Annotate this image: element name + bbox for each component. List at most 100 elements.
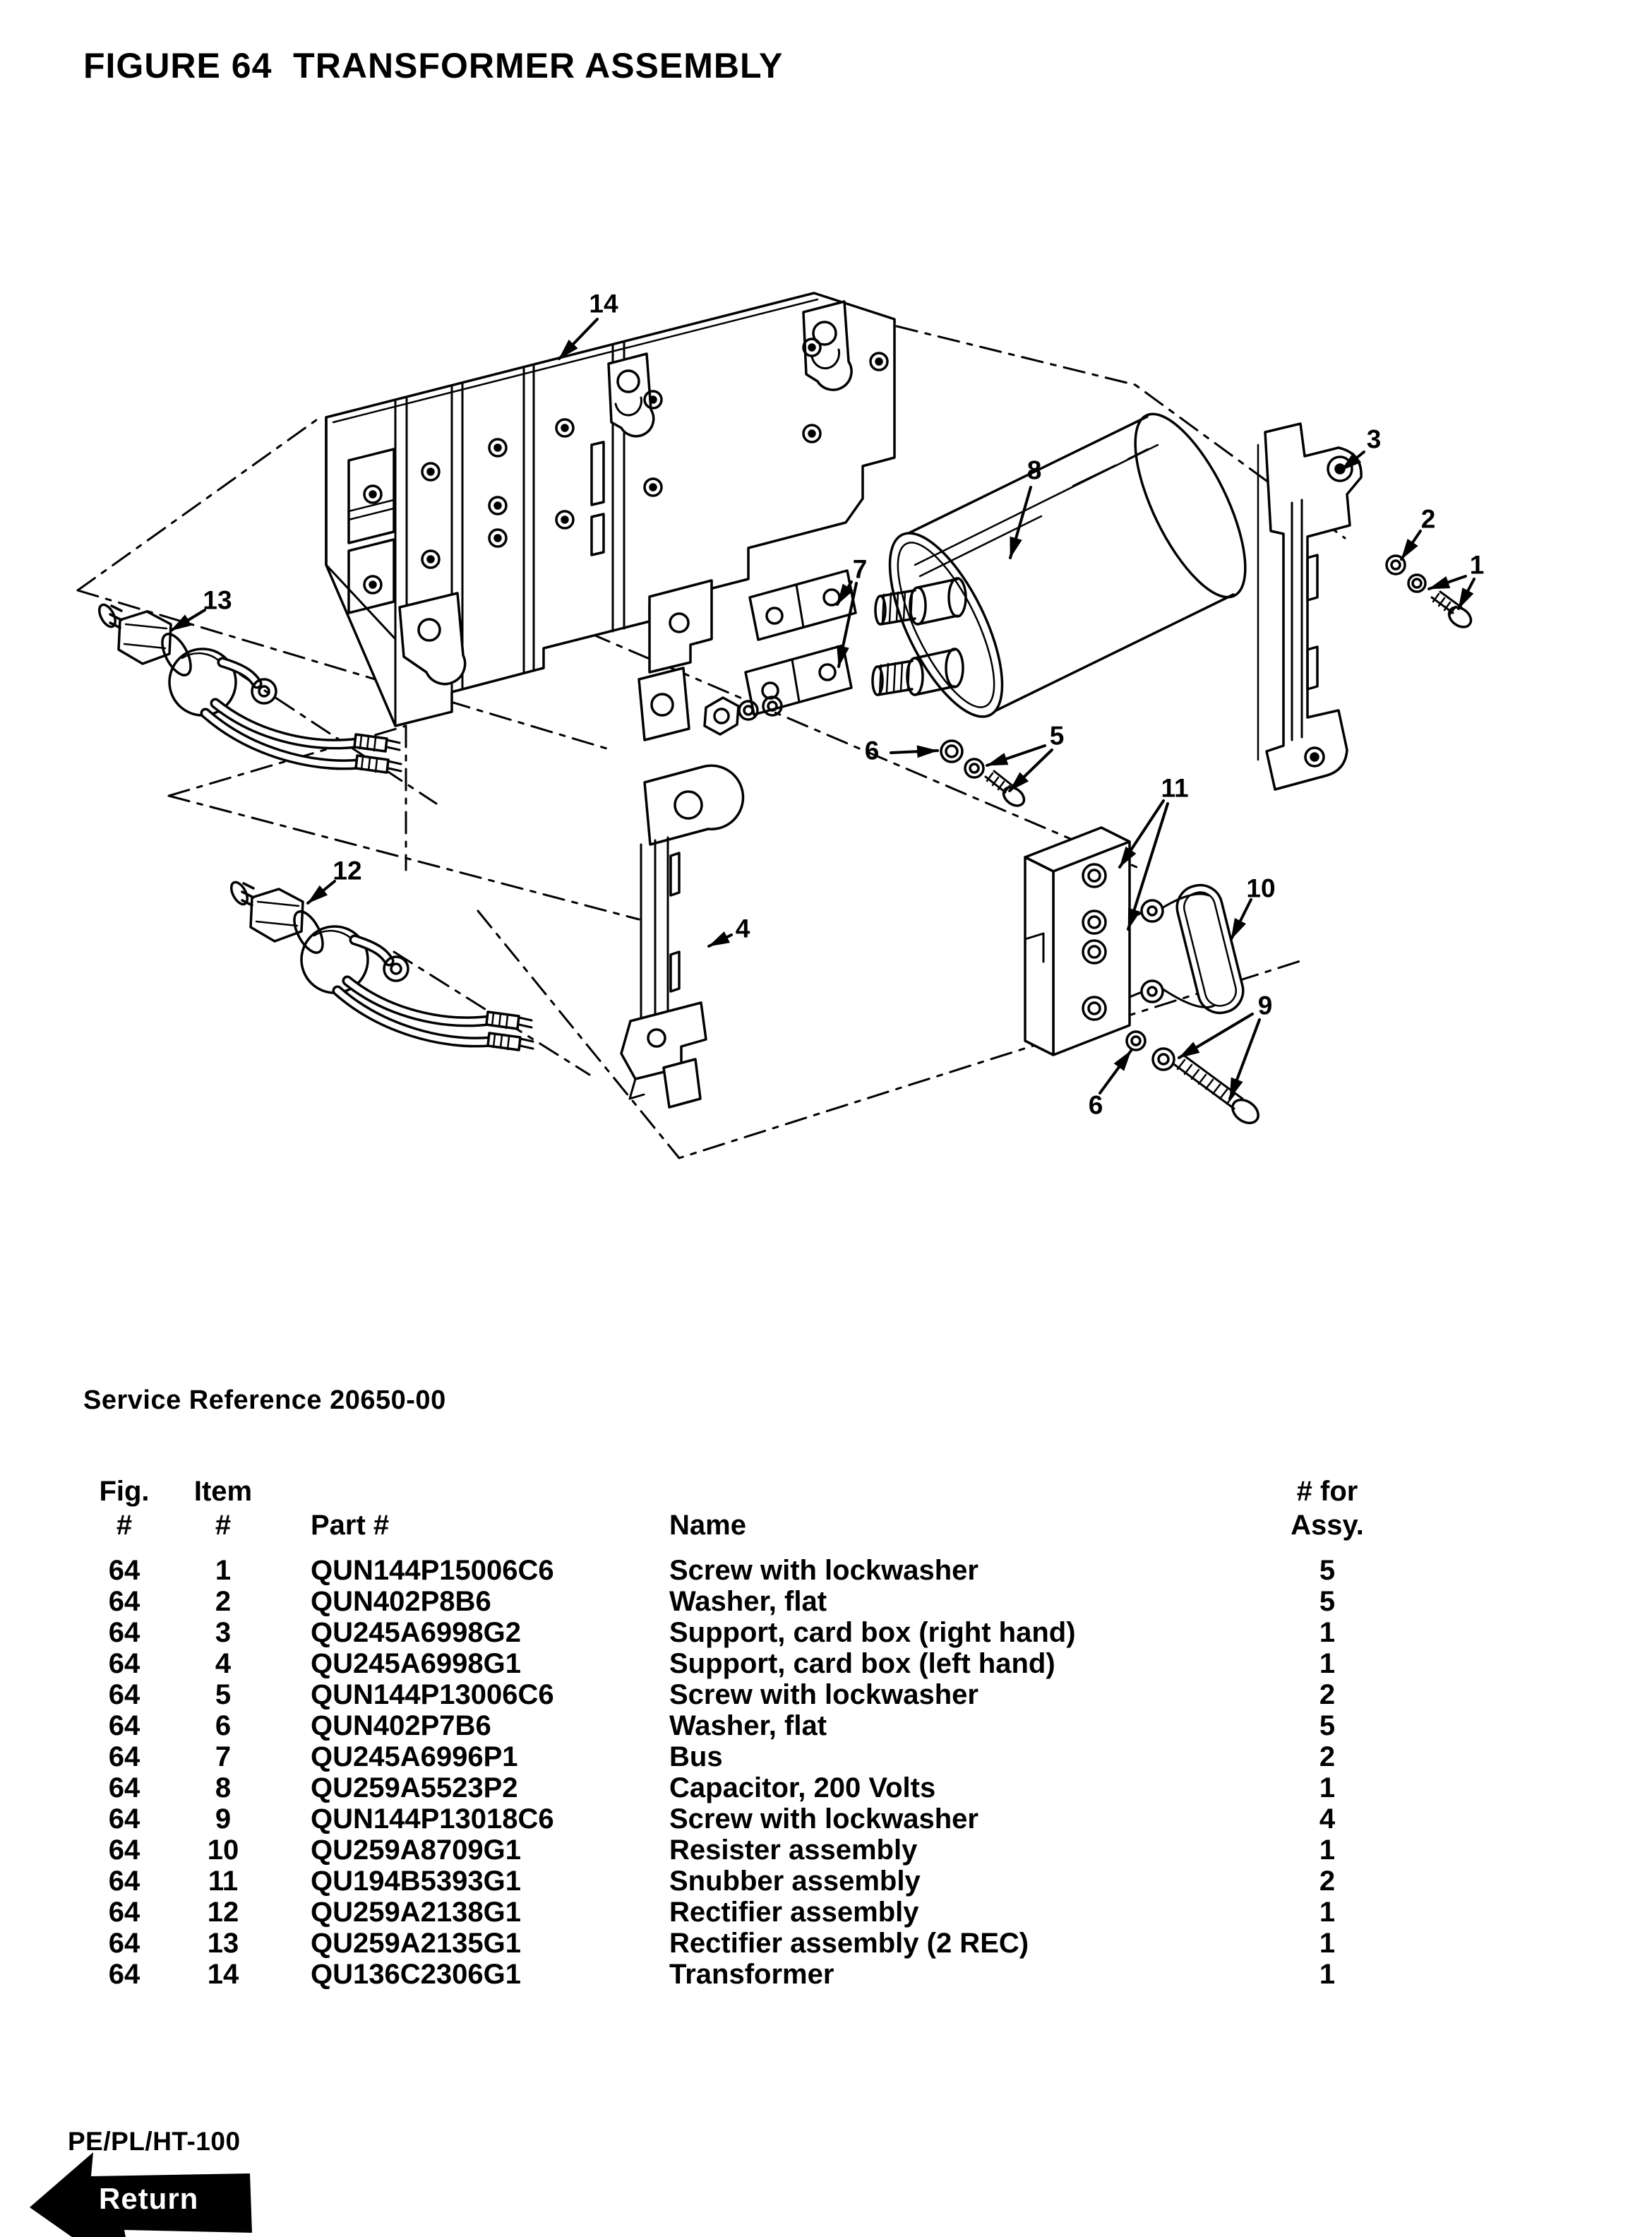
callout-number: 1 bbox=[1469, 550, 1485, 580]
callout-number: 8 bbox=[1026, 455, 1042, 485]
parts-table-header: Fig. Item # for # # Part # Name Assy. bbox=[85, 1474, 1370, 1542]
part-rectifier-12 bbox=[228, 880, 533, 1050]
cell-part: QU259A2135G1 bbox=[311, 1928, 521, 1959]
cell-item: 12 bbox=[207, 1897, 239, 1928]
header-qty: # for bbox=[1296, 1476, 1358, 1507]
cell-item: 5 bbox=[215, 1679, 232, 1710]
cell-name: Capacitor, 200 Volts bbox=[669, 1772, 936, 1803]
table-row: 64 1 QUN144P15006C6 Screw with lockwashe… bbox=[85, 1555, 1370, 1586]
cell-fig: 64 bbox=[108, 1586, 140, 1617]
part-capacitor-8 bbox=[871, 412, 1247, 718]
parts-table: Fig. Item # for # # Part # Name Assy. 64… bbox=[85, 1474, 1370, 1990]
cell-qty: 2 bbox=[1319, 1866, 1336, 1897]
cell-qty: 1 bbox=[1319, 1897, 1336, 1928]
parts-table-body: 64 1 QUN144P15006C6 Screw with lockwashe… bbox=[85, 1555, 1370, 1990]
table-row: 64 10 QU259A8709G1 Resister assembly 1 bbox=[85, 1835, 1370, 1866]
cell-name: Support, card box (right hand) bbox=[669, 1617, 1076, 1648]
cell-item: 13 bbox=[207, 1928, 239, 1959]
cell-fig: 64 bbox=[108, 1959, 140, 1990]
cell-fig: 64 bbox=[108, 1648, 140, 1679]
callout-number: 6 bbox=[864, 736, 880, 765]
cell-fig: 64 bbox=[108, 1835, 140, 1866]
cell-item: 2 bbox=[215, 1586, 232, 1617]
cell-qty: 1 bbox=[1319, 1959, 1336, 1990]
table-row: 64 2 QUN402P8B6 Washer, flat 5 bbox=[85, 1586, 1370, 1617]
cell-item: 7 bbox=[215, 1741, 232, 1772]
table-row: 64 14 QU136C2306G1 Transformer 1 bbox=[85, 1959, 1370, 1990]
table-row: 64 9 QUN144P13018C6 Screw with lockwashe… bbox=[85, 1803, 1370, 1835]
callout-number: 10 bbox=[1246, 873, 1276, 903]
cell-item: 3 bbox=[215, 1617, 232, 1648]
doc-code: PE/PL/HT-100 bbox=[68, 2127, 241, 2156]
cell-name: Rectifier assembly bbox=[669, 1897, 919, 1928]
header-item: Item bbox=[193, 1476, 253, 1507]
cell-part: QU194B5393G1 bbox=[311, 1866, 521, 1897]
cell-name: Screw with lockwasher bbox=[669, 1555, 978, 1586]
cell-part: QU245A6996P1 bbox=[311, 1741, 518, 1772]
capacitor-stud-lower bbox=[871, 648, 964, 696]
cell-part: QU259A2138G1 bbox=[311, 1897, 521, 1928]
figure-title: FIGURE 64 TRANSFORMER ASSEMBLY bbox=[83, 46, 784, 85]
hardware-screw-washers-5-6 bbox=[940, 739, 1026, 807]
cell-part: QU136C2306G1 bbox=[311, 1959, 521, 1990]
cell-part: QUN402P8B6 bbox=[311, 1586, 491, 1617]
table-row: 64 6 QUN402P7B6 Washer, flat 5 bbox=[85, 1710, 1370, 1741]
callout-number: 2 bbox=[1420, 504, 1436, 534]
cell-item: 8 bbox=[215, 1772, 232, 1803]
cell-fig: 64 bbox=[108, 1710, 140, 1741]
callout-number: 14 bbox=[589, 289, 618, 318]
cell-fig: 64 bbox=[108, 1741, 140, 1772]
part-snubber-11 bbox=[1024, 826, 1164, 1056]
part-support-right-3 bbox=[1257, 422, 1363, 791]
cell-name: Screw with lockwasher bbox=[669, 1803, 978, 1835]
cell-fig: 64 bbox=[108, 1928, 140, 1959]
cell-part: QUN402P7B6 bbox=[311, 1710, 491, 1741]
cell-fig: 64 bbox=[108, 1803, 140, 1835]
cell-qty: 1 bbox=[1319, 1835, 1336, 1866]
callout-leaders bbox=[169, 318, 1476, 1100]
cell-item: 14 bbox=[207, 1959, 239, 1990]
cell-item: 4 bbox=[215, 1648, 232, 1679]
callout-number: 6 bbox=[1088, 1090, 1103, 1120]
cell-fig: 64 bbox=[108, 1555, 140, 1586]
cell-name: Washer, flat bbox=[669, 1586, 827, 1617]
callout-number: 5 bbox=[1049, 721, 1065, 751]
cell-part: QUN144P13006C6 bbox=[311, 1679, 554, 1710]
hardware-screws-9 bbox=[1125, 1030, 1259, 1125]
callout-number: 3 bbox=[1366, 424, 1382, 454]
callout-number: 4 bbox=[735, 914, 750, 943]
header-fig-sign: # bbox=[116, 1510, 133, 1541]
cell-item: 10 bbox=[207, 1835, 239, 1866]
cell-name: Bus bbox=[669, 1741, 723, 1772]
header-qty-sign: Assy. bbox=[1291, 1510, 1364, 1541]
cell-qty: 1 bbox=[1319, 1617, 1336, 1648]
cell-qty: 1 bbox=[1319, 1648, 1336, 1679]
plate-holes bbox=[363, 338, 889, 595]
callout-number: 9 bbox=[1257, 991, 1273, 1020]
return-arrow-shape bbox=[30, 2152, 252, 2237]
cell-qty: 2 bbox=[1319, 1679, 1336, 1710]
cell-part: QU245A6998G1 bbox=[311, 1648, 521, 1679]
cell-part: QU259A5523P2 bbox=[311, 1772, 518, 1803]
hardware-nut-washers bbox=[703, 696, 783, 736]
part-resistor-10 bbox=[1161, 883, 1245, 1015]
capacitor-stud-upper bbox=[874, 577, 967, 626]
cell-name: Snubber assembly bbox=[669, 1866, 921, 1897]
cell-name: Screw with lockwasher bbox=[669, 1679, 978, 1710]
callout-number: 7 bbox=[852, 554, 868, 584]
cell-qty: 2 bbox=[1319, 1741, 1336, 1772]
cell-name: Support, card box (left hand) bbox=[669, 1648, 1055, 1679]
return-button-label[interactable]: Return bbox=[99, 2182, 199, 2215]
table-row: 64 13 QU259A2135G1 Rectifier assembly (2… bbox=[85, 1928, 1370, 1959]
cell-fig: 64 bbox=[108, 1617, 140, 1648]
cell-qty: 1 bbox=[1319, 1772, 1336, 1803]
part-bus-7 bbox=[744, 569, 857, 716]
cell-qty: 4 bbox=[1319, 1803, 1336, 1835]
table-row: 64 8 QU259A5523P2 Capacitor, 200 Volts 1 bbox=[85, 1772, 1370, 1803]
cell-qty: 5 bbox=[1319, 1555, 1336, 1586]
return-arrow[interactable] bbox=[21, 2140, 261, 2237]
header-part: Part # bbox=[311, 1510, 390, 1541]
callout-number: 11 bbox=[1161, 773, 1189, 803]
table-row: 64 3 QU245A6998G2 Support, card box (rig… bbox=[85, 1617, 1370, 1648]
